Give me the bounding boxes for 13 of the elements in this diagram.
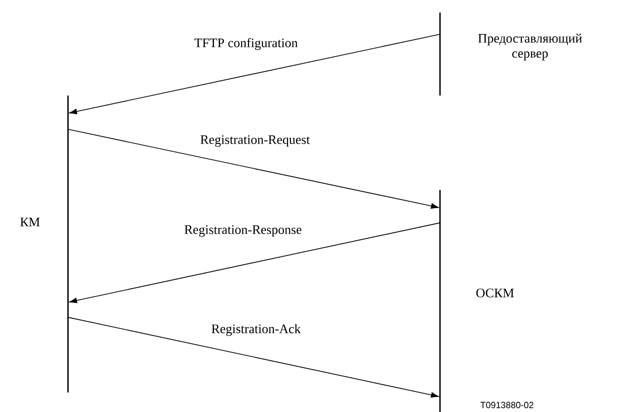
arrow — [68, 128, 439, 209]
lifeline — [439, 12, 441, 96]
participant-label: Предоставляющий сервер — [478, 34, 582, 60]
figure-code: T0913880-02 — [480, 402, 534, 408]
arrow — [69, 222, 440, 304]
arrow — [69, 34, 440, 114]
edge-label: TFTP configuration — [194, 38, 298, 50]
participant-label: ОСКМ — [476, 288, 514, 298]
edge-label: Registration-Ack — [212, 324, 301, 336]
edge-label: Registration-Request — [200, 135, 310, 147]
arrow — [68, 316, 439, 398]
participant-label: КМ — [20, 218, 40, 226]
edge-label: Registration-Response — [184, 225, 302, 237]
